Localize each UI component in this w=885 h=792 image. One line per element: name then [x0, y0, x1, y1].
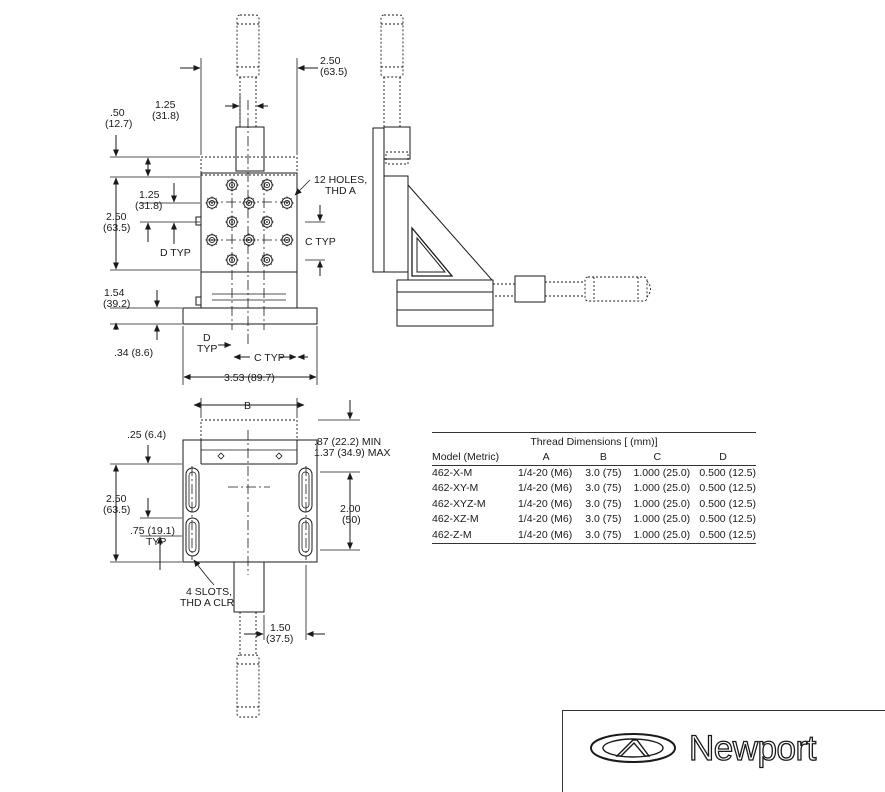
cell-a: 1/4-20 (M6) [509, 527, 583, 545]
header-a: A [509, 450, 583, 466]
cell-model: 462-X-M [432, 467, 473, 479]
micrometer-top-view [235, 14, 265, 172]
side-view [372, 14, 651, 327]
cell-b: 3.0 (75) [585, 513, 622, 526]
mounting-slots [185, 467, 313, 557]
thread-dimensions-table: Thread Dimensions [ (mm)] Model (Metric)… [432, 432, 756, 545]
hole-icon [242, 196, 256, 210]
cell-b: 3.0 (75) [585, 482, 622, 495]
header-c: C [624, 450, 691, 466]
cell-model: 462-Z-M [432, 527, 510, 545]
cell-c: 1.000 (25.0) [624, 527, 691, 545]
stage-carriage [200, 271, 298, 309]
note-holes: 12 HOLES,THD A [314, 174, 367, 197]
cell-model: 462-XY-M [432, 482, 479, 495]
brand-logo-text: Newport [688, 728, 817, 768]
dim-slot-spacing: 2.00(50) [340, 503, 361, 526]
slot-icon [185, 517, 200, 557]
cell-model: 462-XYZ-M [432, 497, 486, 510]
dim-slot-pitch: .75 (19.1)TYP [130, 525, 175, 548]
dim-body-height: 2.50(63.5) [103, 211, 130, 234]
note-slots: 4 SLOTS,THD A CLR [180, 586, 235, 609]
cell-a: 1/4-20 (M6) [517, 513, 573, 526]
stage-base [182, 307, 318, 325]
slot-icon [185, 467, 200, 513]
dim-body-height-bottom: 2.50(63.5) [103, 493, 130, 516]
cell-d: 0.500 (12.5) [699, 497, 756, 510]
table-row: 462-Z-M 1/4-20 (M6) 3.0 (75) 1.000 (25.0… [432, 527, 756, 545]
cell-b: 3.0 (75) [585, 467, 622, 479]
table-row: 462-XZ-M 1/4-20 (M6) 3.0 (75) 1.000 (25.… [432, 512, 756, 527]
hole-icon [280, 196, 294, 210]
logo-box: Newport [562, 710, 885, 792]
table-row: 462-XYZ-M 1/4-20 (M6) 3.0 (75) 1.000 (25… [432, 497, 756, 512]
newport-swirl-icon [589, 732, 677, 764]
slot-icon [298, 467, 313, 513]
header-model: Model (Metric) [432, 450, 510, 466]
cell-c: 1.000 (25.0) [633, 467, 691, 479]
cell-a: 1/4-20 (M6) [517, 497, 573, 510]
micrometer-side-view [380, 14, 404, 127]
label-c-typ-right: C TYP [305, 236, 336, 248]
cell-d: 0.500 (12.5) [699, 482, 756, 495]
label-c-typ-bottom: C TYP [254, 352, 285, 364]
cell-c: 1.000 (25.0) [633, 482, 691, 495]
cell-c: 1.000 (25.0) [633, 497, 691, 510]
cell-b: 3.0 (75) [582, 527, 625, 545]
cell-model: 462-XZ-M [432, 513, 479, 526]
dim-holes-pitch: 1.25(31.8) [135, 189, 162, 212]
dim-handle-width: 1.25(31.8) [152, 99, 179, 122]
dim-overtravel: .50(12.7) [105, 107, 132, 130]
header-b: B [582, 450, 625, 466]
top-view: 2.50(63.5) 1.25(31.8) .50(12.7) 1.25(31.… [103, 14, 367, 385]
cell-c: 1.000 (25.0) [633, 513, 691, 526]
dim-top-gap: .25 (6.4) [127, 429, 166, 441]
mounting-holes [205, 178, 294, 267]
dim-width: 3.53 (89.7) [224, 372, 275, 384]
hole-icon [260, 253, 274, 267]
dim-handle-offset: 2.50(63.5) [320, 55, 347, 78]
table-header-row: Model (Metric) A B C D [432, 450, 756, 466]
header-d: D [690, 450, 756, 466]
cell-d: 0.500 (12.5) [699, 467, 756, 479]
thread-table-grid: Model (Metric) A B C D 462-X-M 1/4-20 (M… [432, 450, 756, 545]
table-row: 462-X-M 1/4-20 (M6) 3.0 (75) 1.000 (25.0… [432, 466, 756, 482]
cell-b: 3.0 (75) [585, 497, 622, 510]
cell-d: 0.500 (12.5) [690, 527, 756, 545]
hole-icon [260, 178, 274, 192]
stage-top-plate [200, 172, 298, 273]
hole-icon [260, 215, 274, 229]
label-b: B [244, 400, 251, 412]
hole-icon [205, 196, 219, 210]
cell-a: 1/4-20 (M6) [517, 482, 573, 495]
dim-height: 1.54(39.2) [103, 287, 130, 310]
label-d-typ-left: D TYP [160, 247, 191, 259]
dim-handle-bottom: 1.50(37.5) [266, 622, 293, 645]
slot-icon [298, 517, 313, 557]
table-row: 462-XY-M 1/4-20 (M6) 3.0 (75) 1.000 (25.… [432, 481, 756, 496]
micrometer-bottom-view [236, 654, 260, 718]
cell-d: 0.500 (12.5) [699, 513, 756, 526]
table-caption: Thread Dimensions [ (mm)] [432, 432, 756, 450]
dim-base: .34 (8.6) [114, 347, 153, 359]
cell-a: 1/4-20 (M6) [517, 467, 573, 479]
